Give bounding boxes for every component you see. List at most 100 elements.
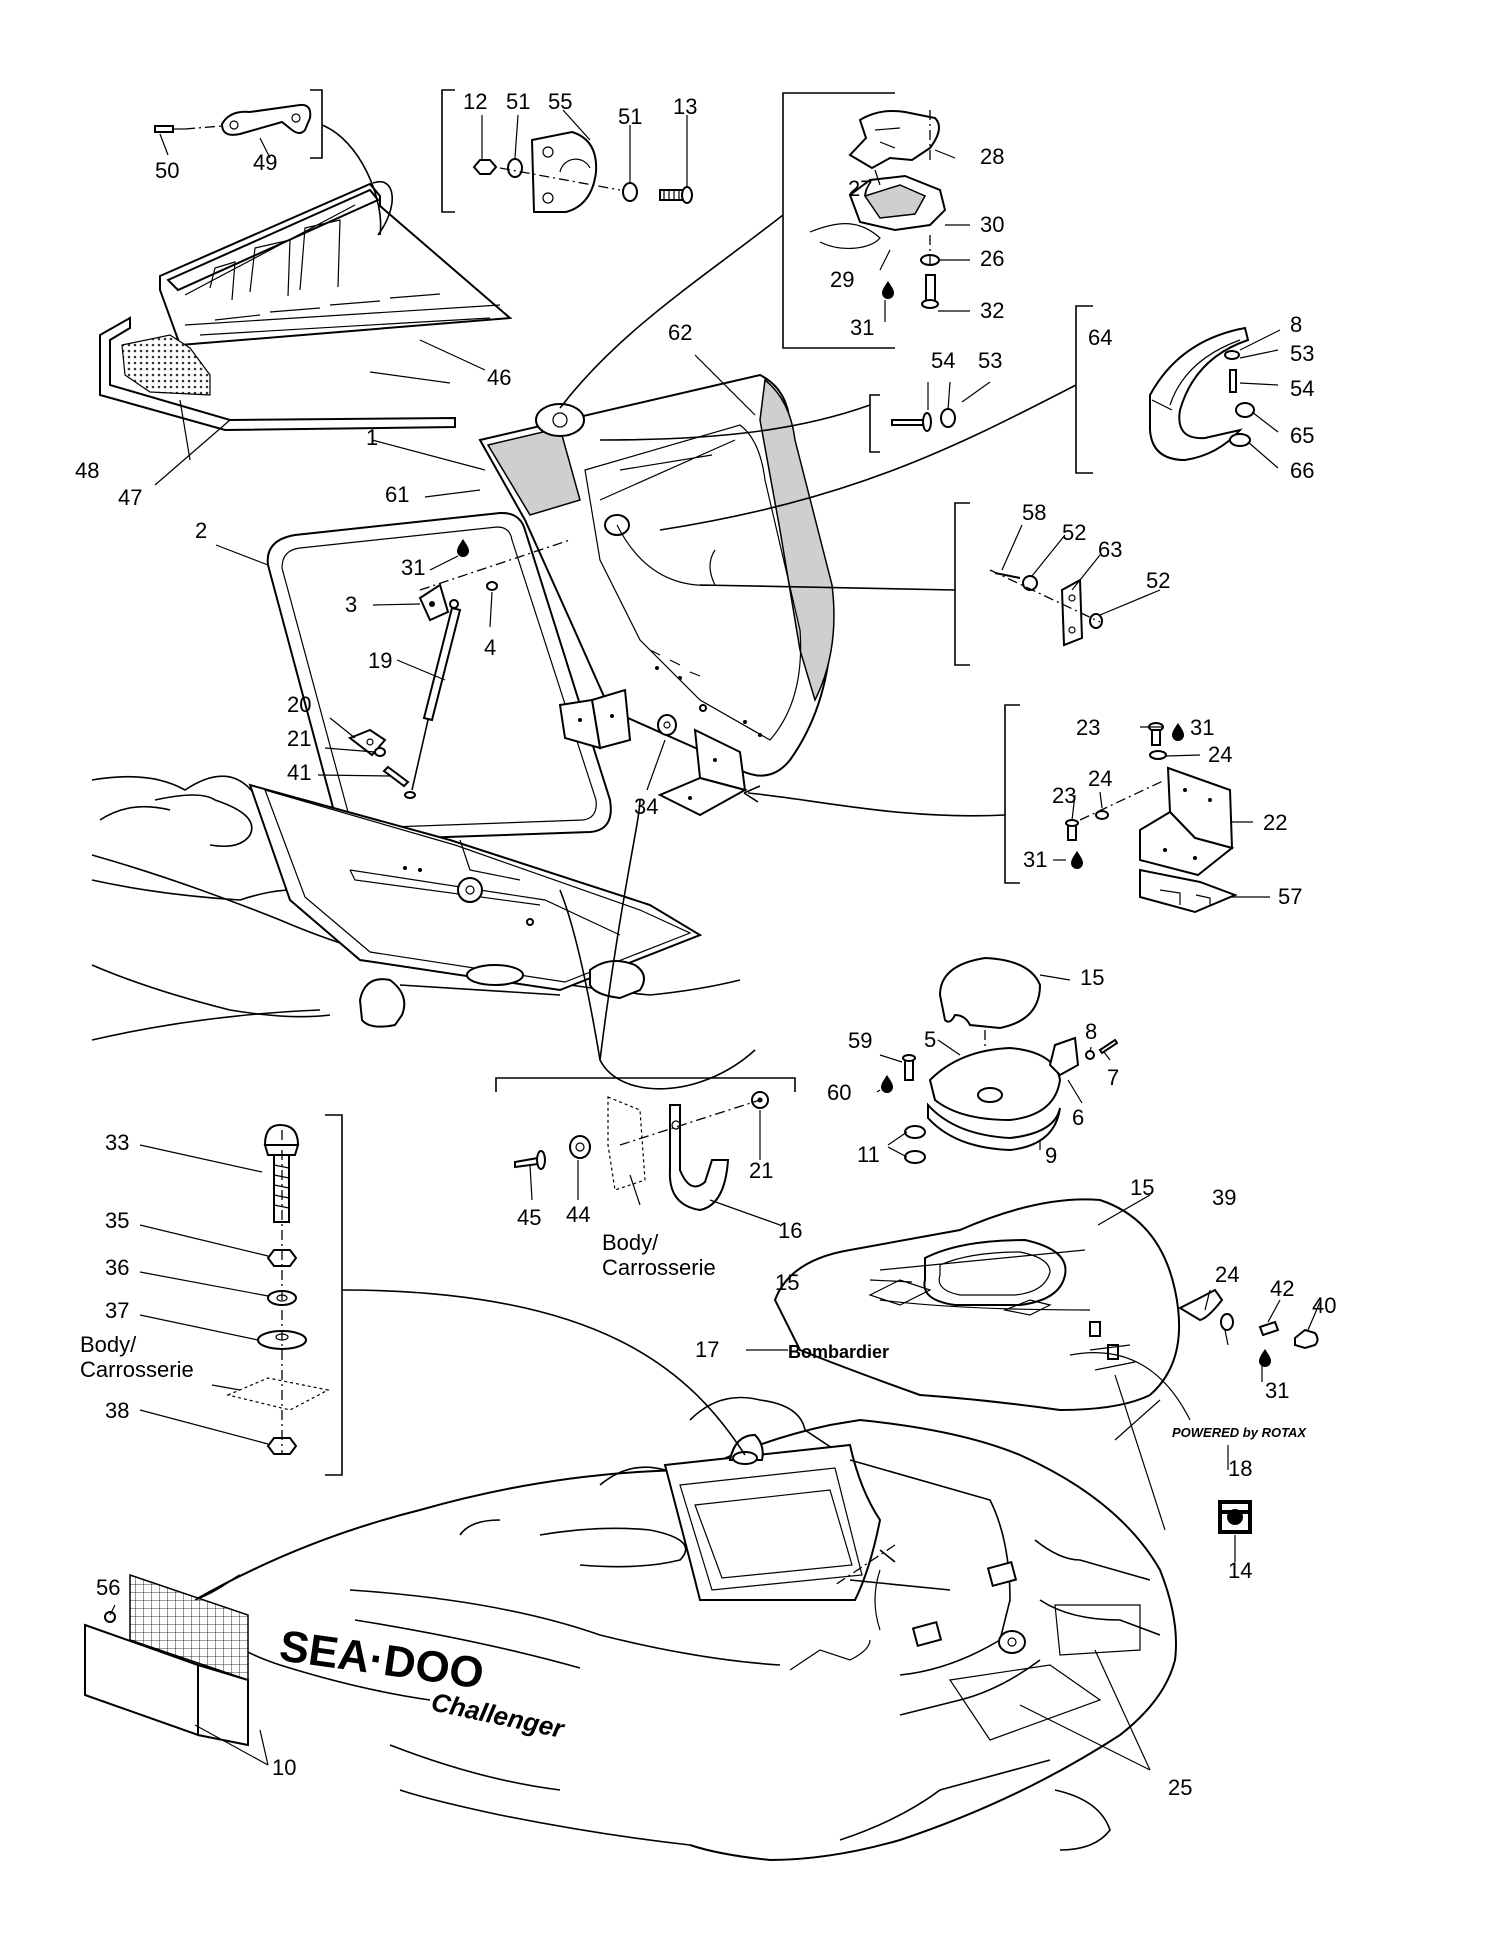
label-14: 14 — [1228, 1558, 1252, 1583]
label-22: 22 — [1263, 810, 1287, 835]
label-37: 37 — [105, 1298, 129, 1323]
label-49: 49 — [253, 150, 277, 175]
hinge-group — [558, 688, 748, 817]
label-8b: 8 — [1085, 1019, 1097, 1044]
label-38: 38 — [105, 1398, 129, 1423]
bumper-55 — [530, 130, 598, 213]
hatch-lid-group — [478, 373, 835, 777]
label-55: 55 — [548, 89, 572, 114]
access-cover-group — [881, 956, 1119, 1164]
storage-tray-group — [99, 180, 513, 432]
label-31c: 31 — [1190, 715, 1214, 740]
strap-16-group — [495, 1077, 796, 1212]
label-5: 5 — [924, 1027, 936, 1052]
label-34: 34 — [634, 794, 658, 819]
label-44: 44 — [566, 1202, 590, 1227]
label-6: 6 — [1072, 1105, 1084, 1130]
label-30: 30 — [980, 212, 1004, 237]
label-65: 65 — [1290, 423, 1314, 448]
label-51b: 51 — [618, 104, 642, 129]
part-labels: 50 49 12 51 55 51 13 28 27 30 26 29 32 3… — [75, 89, 1336, 1800]
label-9: 9 — [1045, 1143, 1057, 1168]
body-note-a-line2: Carrosserie — [80, 1357, 194, 1382]
label-16: 16 — [778, 1218, 802, 1243]
storage-tray — [159, 182, 513, 347]
label-28: 28 — [980, 144, 1004, 169]
label-46: 46 — [487, 365, 511, 390]
label-3: 3 — [345, 592, 357, 617]
label-24c: 24 — [1215, 1262, 1239, 1287]
hinge-22-group — [1004, 704, 1238, 914]
plug-11b — [904, 1150, 926, 1164]
label-21b: 21 — [749, 1158, 773, 1183]
body-note-b-line2: Carrosserie — [602, 1255, 716, 1280]
label-61: 61 — [385, 482, 409, 507]
grab-handle-group — [1075, 305, 1255, 474]
label-24b: 24 — [1088, 766, 1112, 791]
gas-strut-group — [404, 539, 571, 799]
label-31e: 31 — [1265, 1378, 1289, 1403]
label-58: 58 — [1022, 500, 1046, 525]
bracket-49 — [154, 89, 382, 236]
rotax-decal: POWERED by ROTAX — [1172, 1425, 1307, 1440]
label-59: 59 — [848, 1028, 872, 1053]
shim-57 — [1139, 868, 1238, 914]
label-52b: 52 — [1146, 568, 1170, 593]
label-15a: 15 — [1080, 965, 1104, 990]
gasket-9 — [927, 1102, 1061, 1152]
plug-11a — [904, 1125, 926, 1139]
label-35: 35 — [105, 1208, 129, 1233]
label-47: 47 — [118, 485, 142, 510]
label-10: 10 — [272, 1755, 296, 1780]
bumper-stack-group — [226, 1114, 343, 1476]
label-31a: 31 — [850, 315, 874, 340]
washer-51a — [507, 158, 523, 178]
glove-box-group: Bombardier POWERED by ROTAX — [773, 1198, 1319, 1440]
label-25: 25 — [1168, 1775, 1192, 1800]
label-23b: 23 — [1052, 783, 1076, 808]
rear-deck-group — [91, 775, 741, 1041]
label-24a: 24 — [1208, 742, 1232, 767]
label-51a: 51 — [506, 89, 530, 114]
grille-10-group — [84, 1573, 249, 1747]
screw-32 — [925, 274, 936, 303]
label-42: 42 — [1270, 1276, 1294, 1301]
label-7: 7 — [1107, 1065, 1119, 1090]
latch-fastener-group — [441, 89, 693, 213]
label-21a: 21 — [287, 726, 311, 751]
latch-39 — [1177, 1288, 1224, 1322]
label-8a: 8 — [1290, 312, 1302, 337]
label-60: 60 — [827, 1080, 851, 1105]
label-41: 41 — [287, 760, 311, 785]
label-50: 50 — [155, 158, 179, 183]
label-27: 27 — [848, 176, 872, 201]
label-19: 19 — [368, 648, 392, 673]
label-23a: 23 — [1076, 715, 1100, 740]
label-36: 36 — [105, 1255, 129, 1280]
label-12: 12 — [463, 89, 487, 114]
latch-assembly-group — [782, 92, 947, 349]
label-4: 4 — [484, 635, 496, 660]
loctite-drop-icon — [1071, 851, 1083, 869]
washer-51b — [622, 182, 638, 202]
label-31d: 31 — [1023, 847, 1047, 872]
loctite-drop-icon — [881, 1075, 893, 1093]
label-31b: 31 — [401, 555, 425, 580]
cover-5 — [928, 1046, 1062, 1122]
label-64: 64 — [1088, 325, 1112, 350]
nut-12 — [472, 159, 498, 175]
hull-group: SEA·DOO Challenger — [194, 1396, 1177, 1862]
cap-40 — [1294, 1328, 1319, 1350]
label-53b: 53 — [1290, 341, 1314, 366]
label-11: 11 — [857, 1142, 880, 1167]
rivet-54-group — [869, 394, 956, 453]
loctite-drop-icon — [882, 281, 894, 299]
label-15c: 15 — [775, 1270, 799, 1295]
label-54b: 54 — [1290, 376, 1314, 401]
label-39: 39 — [1212, 1185, 1236, 1210]
mesh-panel — [121, 334, 211, 396]
label-18: 18 — [1228, 1456, 1252, 1481]
label-15b: 15 — [1130, 1175, 1154, 1200]
body-note-a-line1: Body/ — [80, 1332, 137, 1357]
